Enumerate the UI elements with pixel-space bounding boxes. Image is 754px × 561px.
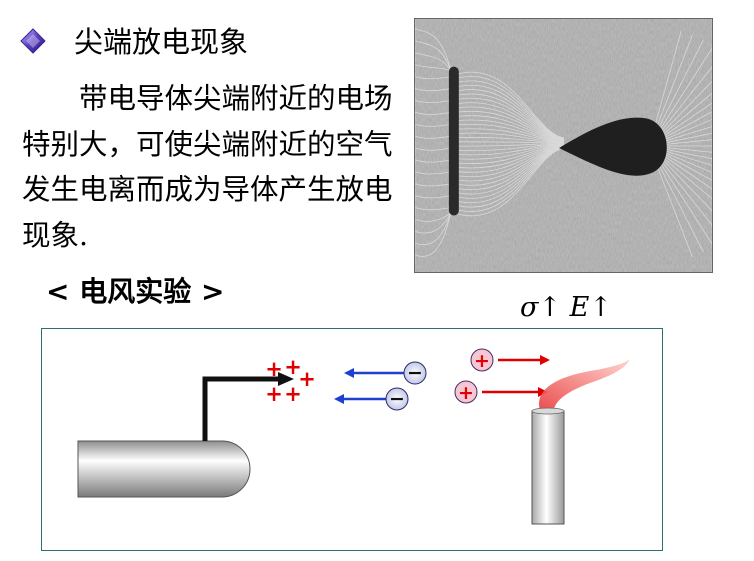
negative-ion-2: − xyxy=(334,387,409,411)
negative-ion-1: − xyxy=(344,361,427,385)
negative-ion-symbol-1: − xyxy=(407,362,423,384)
positive-charge-5: + xyxy=(284,382,302,406)
description-text: 带电导体尖端附近的电场特别大，可使尖端附近的空气发生电离而成为导体产生放电现象. xyxy=(22,82,393,252)
positive-ion-1: + xyxy=(470,348,550,372)
positive-ion-2: + xyxy=(454,380,548,404)
e-symbol: E xyxy=(569,292,590,323)
rod-tip xyxy=(278,372,294,386)
conductor-cylinder xyxy=(77,440,251,498)
field-lines-photo xyxy=(414,18,713,273)
charge-field-formula: σ↑ E↑ xyxy=(520,290,612,326)
positive-ion-symbol-2: + xyxy=(458,382,474,404)
candle xyxy=(531,410,565,525)
experiment-title: < 电风实验 > xyxy=(46,275,225,308)
positive-charge-1: + xyxy=(265,357,283,381)
electric-wind-svg: +++++ − − + + xyxy=(77,348,630,525)
sigma-symbol: σ xyxy=(520,292,539,323)
positive-ion-symbol-1: + xyxy=(474,350,490,372)
electric-wind-diagram: +++++ − − + + xyxy=(41,328,663,551)
slide-heading: 尖端放电现象 xyxy=(74,25,249,59)
up-arrow-2: ↑ xyxy=(589,292,612,323)
conductor-rod xyxy=(202,376,280,441)
positive-charge-3: + xyxy=(298,367,316,391)
negative-ion-symbol-2: − xyxy=(389,388,405,410)
description-paragraph: 带电导体尖端附近的电场特别大，可使尖端附近的空气发生电离而成为导体产生放电现象. xyxy=(22,76,414,258)
flame-icon xyxy=(539,359,630,411)
positive-charge-2: + xyxy=(284,355,302,379)
diamond-bullet-icon xyxy=(20,28,46,54)
up-arrow-1: ↑ xyxy=(538,292,562,323)
positive-charge-4: + xyxy=(265,382,283,406)
